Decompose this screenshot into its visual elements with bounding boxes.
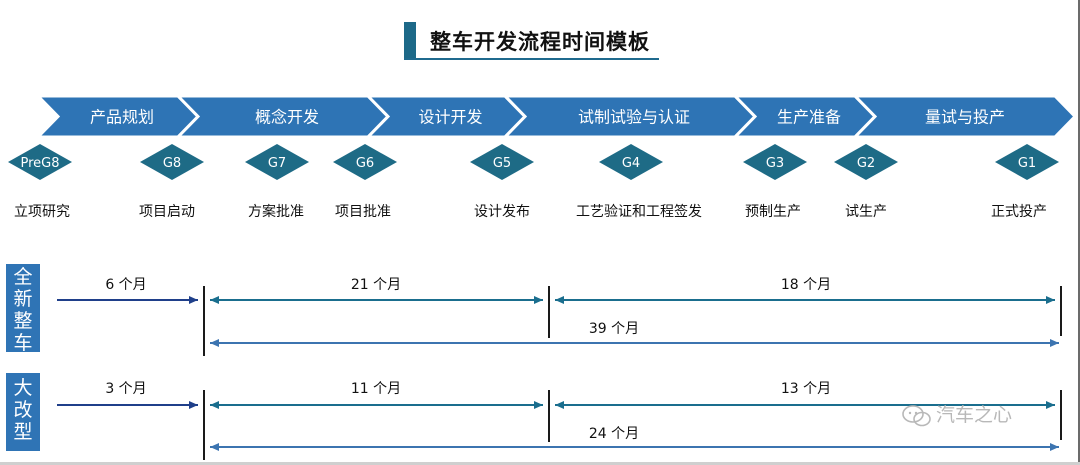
gate-diamond (834, 144, 898, 180)
bottom-rule (0, 462, 1080, 465)
gate-diamond (8, 144, 72, 180)
gate-milestone-label: 方案批准 (248, 203, 304, 220)
duration-label: 3 个月 (105, 381, 146, 397)
section-label-char: 新 (13, 288, 33, 310)
gate-milestone-label: 正式投产 (991, 204, 1047, 220)
gate-milestone-label: 工艺验证和工程签发 (576, 203, 702, 220)
phase-chevron (851, 94, 1078, 139)
gate-milestone-label: 设计发布 (474, 204, 530, 220)
watermark: 汽车之心 (902, 400, 1012, 427)
gate-diamond (470, 144, 534, 180)
duration-label: 18 个月 (781, 277, 831, 293)
phase-label: 试制试验与认证 (578, 108, 690, 127)
phase-label: 产品规划 (90, 108, 154, 127)
gate-code: G7 (268, 156, 286, 171)
section-label-char: 车 (13, 332, 33, 354)
gate-diamond (245, 144, 309, 180)
section-label-char: 全 (13, 266, 33, 288)
gate-diamond (743, 144, 807, 180)
page-border (1078, 0, 1080, 465)
section-label-char: 改 (13, 399, 33, 421)
gate-code: PreG8 (20, 156, 59, 171)
duration-label: 6 个月 (105, 277, 146, 293)
phase-label: 生产准备 (777, 108, 841, 127)
section-label-char: 整 (13, 310, 33, 332)
duration-label: 24 个月 (589, 426, 639, 442)
gate-code: G5 (493, 156, 511, 171)
duration-label: 13 个月 (781, 381, 831, 397)
gate-milestone-label: 项目批准 (335, 204, 391, 220)
gate-code: G2 (857, 156, 875, 171)
gate-milestone-label: 项目启动 (139, 204, 195, 220)
gate-milestone-label: 预制生产 (745, 204, 801, 220)
phase-label: 设计开发 (418, 108, 482, 127)
gate-code: G8 (163, 156, 181, 171)
gate-diamond (140, 144, 204, 180)
phase-label: 量试与投产 (925, 108, 1005, 127)
title-accent-bar (404, 22, 416, 58)
duration-label: 21 个月 (351, 277, 401, 293)
section-label-new-vehicle: 全 新 整 车 (6, 264, 40, 354)
gate-diamond (333, 144, 397, 180)
gate-diamond (599, 144, 663, 180)
title-block: 整车开发流程时间模板 (404, 22, 659, 60)
gate-code: G4 (622, 156, 640, 171)
gate-code: G1 (1018, 156, 1036, 171)
gate-diamond (995, 144, 1059, 180)
gate-milestone-label: 立项研究 (14, 204, 70, 220)
duration-label: 39 个月 (589, 321, 639, 337)
gate-code: G6 (356, 156, 374, 171)
section-label-char: 型 (13, 421, 33, 443)
watermark-text: 汽车之心 (936, 404, 1013, 426)
gate-code: G3 (766, 156, 784, 171)
section-label-major-change: 大 改 型 (6, 373, 40, 451)
page-title: 整车开发流程时间模板 (430, 30, 650, 54)
phase-label: 概念开发 (255, 108, 319, 127)
wechat-icon (902, 404, 931, 426)
gate-milestone-label: 试生产 (845, 204, 887, 220)
section-label-char: 大 (13, 377, 33, 399)
duration-label: 11 个月 (351, 381, 401, 397)
